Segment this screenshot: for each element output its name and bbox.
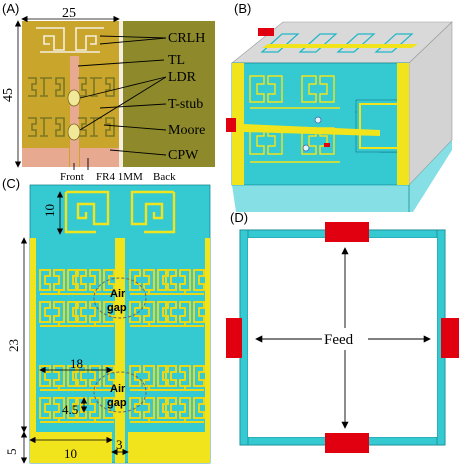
crlh-spirals bbox=[64, 190, 176, 234]
box-bottom-edge bbox=[232, 140, 452, 212]
callout-leaders bbox=[73, 35, 167, 170]
center-feedline bbox=[115, 238, 125, 463]
callout-moore: Moore bbox=[168, 123, 205, 138]
ldr-b-1 bbox=[314, 116, 322, 124]
airgap-2-line1: Air bbox=[110, 383, 126, 395]
dim-10-bottom: 10 bbox=[64, 446, 77, 461]
panel-a-label: (A) bbox=[2, 1, 19, 16]
fr4-layer bbox=[119, 21, 123, 167]
label-fr4: FR4 1MM bbox=[96, 171, 143, 183]
dim-23: 23 bbox=[6, 339, 21, 352]
ground-strip-left bbox=[30, 238, 36, 432]
crlh-structure bbox=[36, 27, 104, 53]
dim-45-text: 45 bbox=[1, 88, 16, 102]
ldr-b-3 bbox=[324, 143, 330, 147]
dim-25-text: 25 bbox=[62, 6, 76, 21]
front-left-ground bbox=[232, 63, 244, 185]
ring-interior bbox=[248, 238, 437, 437]
feed-left bbox=[226, 318, 242, 358]
dim-4-5: 4.5 bbox=[62, 402, 78, 417]
airgap-circle-1 bbox=[93, 277, 147, 319]
airgap-labels: Air gap Air gap bbox=[107, 288, 127, 409]
callout-ldr: LDR bbox=[168, 70, 197, 85]
dim-5: 5 bbox=[4, 449, 19, 456]
panel-d-label: (D) bbox=[230, 210, 248, 225]
ground-strip-right bbox=[205, 238, 210, 432]
panel-d: (D) Feed bbox=[226, 210, 459, 453]
label-front: Front bbox=[60, 171, 84, 183]
cpw-ground-left bbox=[22, 148, 69, 167]
transmission-line bbox=[70, 56, 79, 167]
cpw-ground-right-c bbox=[128, 432, 210, 463]
feed-right bbox=[441, 318, 459, 358]
top-face-pattern bbox=[260, 33, 414, 53]
front-right-ground bbox=[397, 63, 409, 185]
airgap-1-line2: gap bbox=[107, 302, 127, 314]
feed-port-left bbox=[226, 118, 236, 132]
panel-a: (A) 25 45 bbox=[1, 1, 215, 183]
dim-10-top: 10 bbox=[42, 204, 57, 217]
feed-bottom bbox=[325, 433, 369, 453]
feed-top bbox=[325, 222, 369, 242]
airgap-circle-2 bbox=[93, 371, 147, 413]
airgap-1-line1: Air bbox=[110, 288, 126, 300]
label-back: Back bbox=[153, 171, 176, 183]
callout-crlh: CRLH bbox=[168, 31, 205, 46]
callout-tl: TL bbox=[168, 53, 185, 68]
panel-c: (C) bbox=[2, 176, 211, 464]
panel-b: (B) bbox=[226, 1, 453, 212]
ldr-b-2 bbox=[302, 144, 310, 152]
panel-b-label: (B) bbox=[234, 1, 251, 16]
front-feedline bbox=[244, 124, 380, 136]
feed-label: Feed bbox=[324, 332, 354, 348]
callout-labels: CRLH TL LDR T-stub Moore CPW bbox=[168, 31, 205, 163]
airgap-2-line2: gap bbox=[107, 397, 127, 409]
ldr-2 bbox=[67, 123, 81, 141]
dim-18: 18 bbox=[70, 356, 83, 371]
dim-3: 3 bbox=[116, 437, 123, 452]
callout-cpw: CPW bbox=[168, 148, 199, 163]
top-feedline bbox=[262, 44, 418, 48]
cpw-ground-right bbox=[80, 148, 119, 167]
feed-port-top bbox=[258, 28, 274, 36]
ldr-1 bbox=[67, 89, 81, 107]
callout-t-stub: T-stub bbox=[168, 97, 203, 112]
panel-c-label: (C) bbox=[2, 176, 20, 191]
